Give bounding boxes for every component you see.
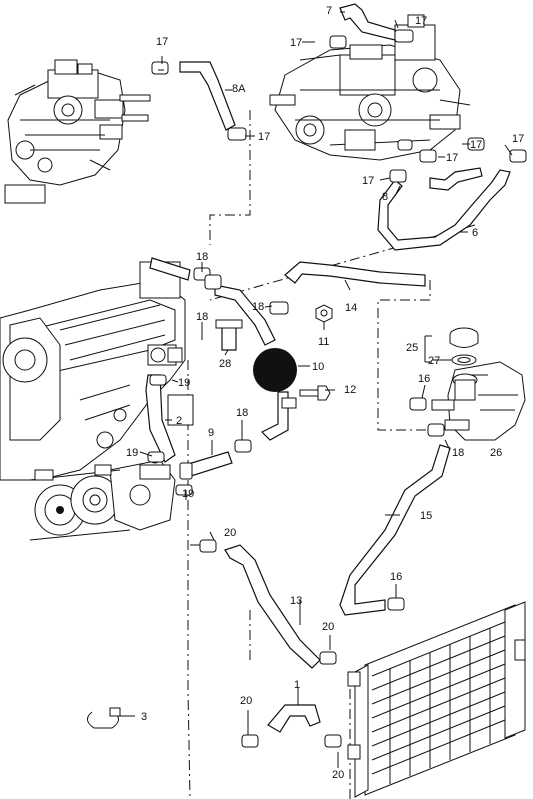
label-18-c: 18 bbox=[196, 311, 208, 323]
expansion-tank bbox=[409, 361, 526, 441]
hose-1 bbox=[241, 704, 342, 748]
label-17-d: 17 bbox=[290, 37, 302, 49]
label-6: 6 bbox=[472, 227, 478, 239]
carburettor-left bbox=[4, 59, 151, 204]
redacted-marker bbox=[253, 348, 297, 392]
hose-7 bbox=[329, 3, 414, 49]
pulley-assembly bbox=[29, 459, 176, 541]
nut-11 bbox=[315, 304, 333, 323]
hose-9 bbox=[179, 439, 252, 480]
label-28: 28 bbox=[219, 358, 231, 370]
label-17-c: 17 bbox=[415, 15, 427, 27]
label-12: 12 bbox=[344, 384, 356, 396]
label-2: 2 bbox=[176, 415, 182, 427]
hose-14 bbox=[284, 261, 426, 287]
label-27: 27 bbox=[428, 355, 440, 367]
label-16-b: 16 bbox=[390, 571, 402, 583]
label-19-a: 19 bbox=[178, 377, 190, 389]
label-17-h: 17 bbox=[362, 175, 374, 187]
label-8a: 8A bbox=[232, 83, 246, 95]
label-18-e: 18 bbox=[452, 447, 464, 459]
label-18-a: 18 bbox=[196, 251, 208, 263]
label-17-e: 17 bbox=[470, 139, 482, 151]
pipe-10 bbox=[260, 391, 297, 441]
hose-8a bbox=[151, 61, 247, 141]
label-9: 9 bbox=[208, 427, 214, 439]
label-17-g: 17 bbox=[512, 133, 524, 145]
label-11: 11 bbox=[318, 336, 329, 348]
label-15: 15 bbox=[420, 510, 432, 522]
hose-13 bbox=[199, 539, 337, 669]
label-25: 25 bbox=[406, 342, 418, 354]
hose-19 bbox=[147, 374, 193, 496]
label-26: 26 bbox=[490, 447, 502, 459]
label-17-a: 17 bbox=[156, 36, 168, 48]
carburettor-right bbox=[269, 14, 471, 161]
callout-labels: 17 8A 17 7 17 17 17 17 17 17 8 6 18 18 1… bbox=[126, 5, 524, 781]
label-13: 13 bbox=[290, 595, 302, 607]
label-20-d: 20 bbox=[332, 769, 344, 781]
label-16-a: 16 bbox=[418, 373, 430, 385]
label-19-c: 19 bbox=[182, 488, 194, 500]
tank-cap bbox=[449, 327, 479, 366]
label-1: 1 bbox=[294, 679, 300, 691]
label-7: 7 bbox=[326, 5, 332, 17]
label-18-b: 18 bbox=[252, 301, 264, 313]
clamp-3 bbox=[87, 707, 121, 729]
hose-15 bbox=[339, 444, 451, 616]
label-17-f: 17 bbox=[446, 152, 458, 164]
label-19-b: 19 bbox=[126, 447, 138, 459]
label-20-c: 20 bbox=[240, 695, 252, 707]
label-18-d: 18 bbox=[236, 407, 248, 419]
hose-6-8 bbox=[377, 137, 527, 251]
label-10: 10 bbox=[312, 361, 324, 373]
radiator bbox=[347, 601, 526, 798]
leader-lines bbox=[120, 11, 513, 768]
label-20-b: 20 bbox=[322, 621, 334, 633]
engine-block bbox=[0, 261, 194, 481]
label-8: 8 bbox=[382, 191, 388, 203]
label-17-b: 17 bbox=[258, 131, 270, 143]
bolt-12 bbox=[299, 385, 331, 401]
label-3: 3 bbox=[141, 711, 147, 723]
label-20-a: 20 bbox=[224, 527, 236, 539]
label-14: 14 bbox=[345, 302, 357, 314]
connector-pipe-28 bbox=[204, 274, 289, 351]
